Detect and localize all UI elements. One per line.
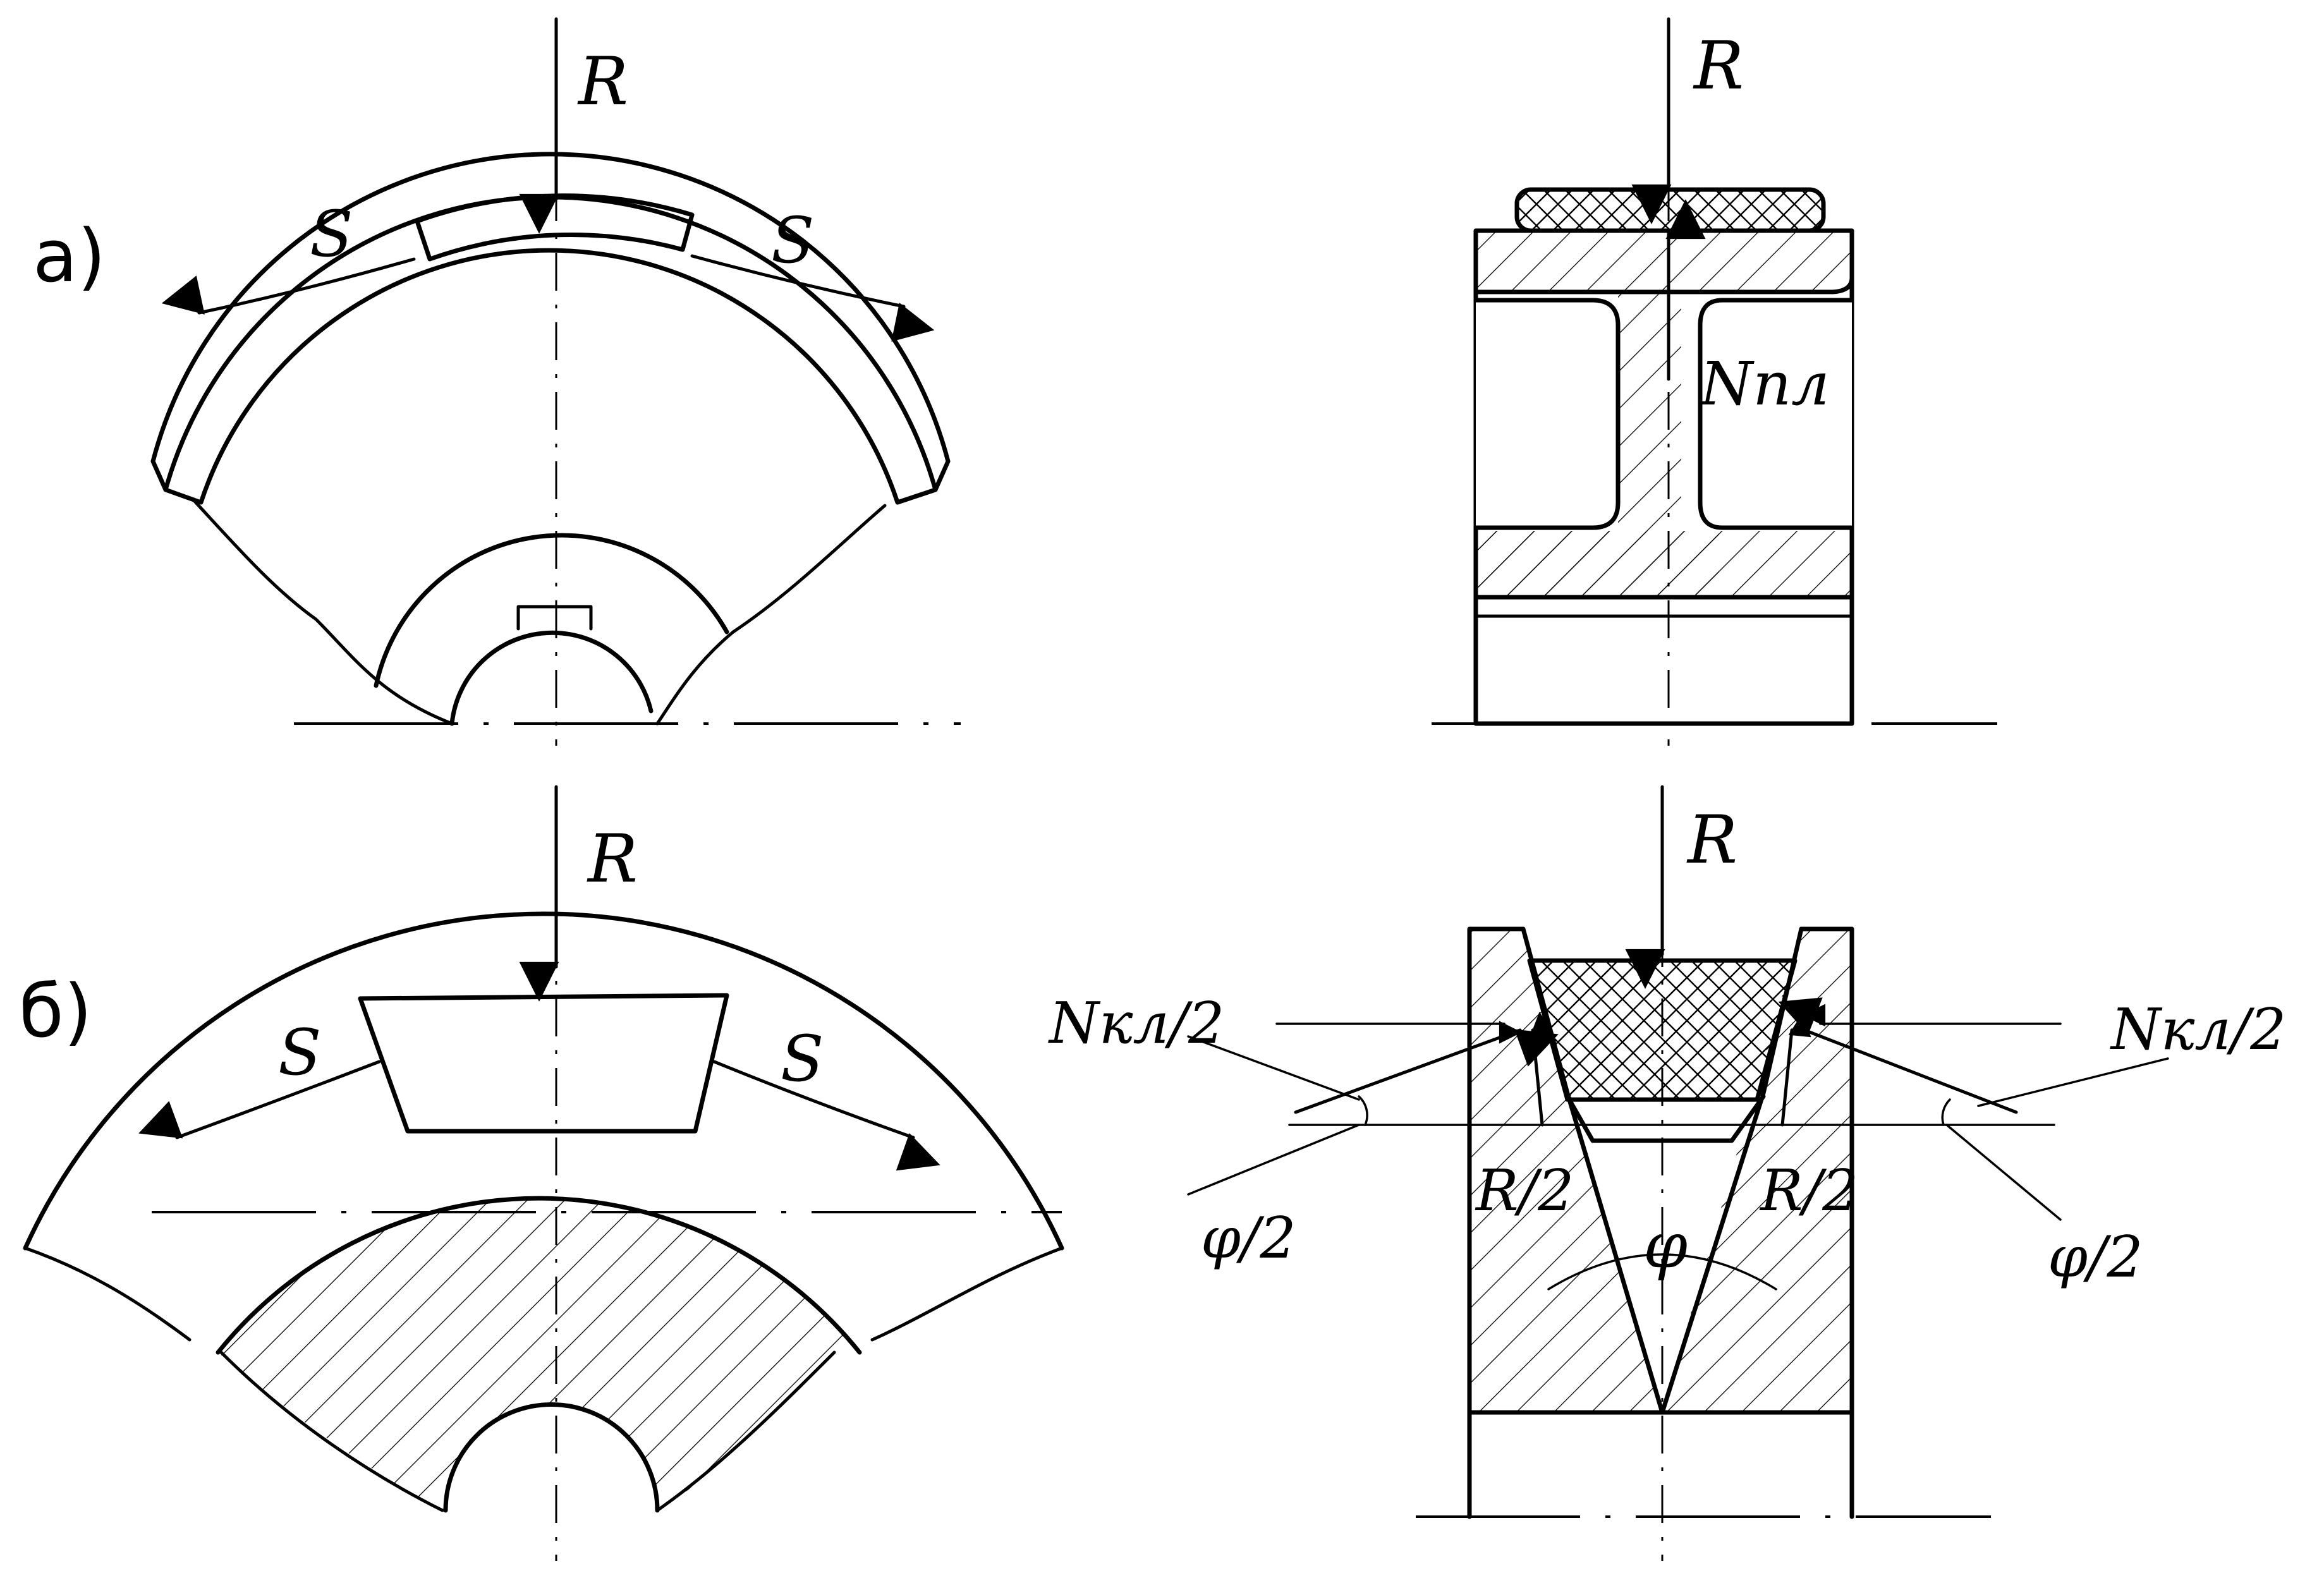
break-line-a-right bbox=[655, 504, 887, 725]
normal-force-arrow-left bbox=[1294, 1028, 1559, 1114]
cavity-left-a bbox=[1473, 298, 1621, 530]
wedge-angle-label: φ bbox=[1643, 1208, 1688, 1282]
half-angle-label-right: φ/2 bbox=[2048, 1224, 2143, 1290]
pulley-body-outline-b bbox=[1467, 926, 1854, 1519]
flat-belt-section-a bbox=[1517, 190, 1823, 231]
half-R-arrow-left bbox=[1530, 1011, 1554, 1127]
break-line-a bbox=[191, 497, 454, 725]
panel-b-side-view: б) R S S bbox=[19, 785, 1064, 1561]
rim-section-hatch-a bbox=[1476, 231, 1852, 292]
hub-a bbox=[374, 533, 729, 688]
pulley-rim-inner-a bbox=[163, 248, 938, 505]
cavity-right-a bbox=[1698, 298, 1854, 530]
v-belt-block-b bbox=[358, 993, 729, 1134]
tension-S-arrow-a-left bbox=[161, 257, 416, 315]
panel-a-section: R Nпл bbox=[1432, 17, 1997, 746]
half-R-arrow-right bbox=[1780, 1013, 1811, 1127]
break-line-b-left bbox=[23, 1246, 192, 1342]
tension-S-arrow-b-left bbox=[138, 1060, 381, 1139]
tension-S-arrow-a-right bbox=[690, 254, 935, 342]
panel-a-label: а) bbox=[33, 214, 106, 299]
tension-S-label-b-right: S bbox=[781, 1022, 824, 1096]
tension-S-label-a-right: S bbox=[771, 203, 815, 277]
groove-bottom-clear bbox=[1567, 1096, 1763, 1141]
flat-belt-a bbox=[415, 193, 695, 262]
force-R-label-a: R bbox=[577, 43, 628, 120]
shaft-bore-b bbox=[443, 1402, 660, 1513]
leader-phi-left bbox=[1187, 1124, 1360, 1196]
wedge-angle-arc bbox=[1547, 1253, 1777, 1290]
force-R-label-b-section: R bbox=[1686, 801, 1737, 878]
web-section-hatch-a bbox=[1476, 292, 1719, 597]
panel-b-section: R Nкл/2 Nкл/2 R/2 R/2 φ φ/2 φ/2 bbox=[1048, 785, 2286, 1561]
hub-hatch-b bbox=[218, 1198, 860, 1510]
tension-S-label-a-left: S bbox=[310, 197, 353, 271]
force-R-label-a-section: R bbox=[1693, 27, 1744, 104]
rim-inner-edge-a bbox=[1473, 276, 1854, 294]
leader-N-left bbox=[1187, 1035, 1360, 1101]
angle-arc-right bbox=[1941, 1098, 1951, 1126]
leader-phi-right bbox=[1945, 1124, 2062, 1221]
break-line-b-right bbox=[870, 1246, 1064, 1342]
panel-a-side-view: а) R S S bbox=[33, 17, 961, 746]
force-R-label-b: R bbox=[587, 820, 638, 897]
pulley-rim-b bbox=[23, 911, 1064, 1251]
half-R-label-right: R/2 bbox=[1759, 1158, 1858, 1224]
normal-force-label-right: Nкл/2 bbox=[2110, 997, 2286, 1063]
angle-arc-left bbox=[1358, 1095, 1368, 1126]
hub-section-hatch-a bbox=[1476, 531, 1852, 597]
tension-S-label-b-left: S bbox=[278, 1016, 322, 1089]
hub-outer-b bbox=[216, 1196, 862, 1355]
normal-force-arrow-right bbox=[1778, 997, 2018, 1114]
half-angle-label-left: φ/2 bbox=[1201, 1205, 1296, 1271]
pulley-body-hatch-b bbox=[1469, 929, 1852, 1412]
shaft-bore-a bbox=[449, 630, 654, 726]
tension-S-arrow-b-right bbox=[712, 1060, 940, 1171]
leader-N-right bbox=[1977, 1057, 2169, 1107]
reaction-N-pl-label: Nпл bbox=[1699, 349, 1830, 419]
keyway-a bbox=[516, 605, 593, 631]
panel-b-label: б) bbox=[19, 969, 92, 1054]
normal-force-label-left: Nкл/2 bbox=[1048, 990, 1224, 1057]
half-R-label-left: R/2 bbox=[1475, 1158, 1574, 1224]
pulley-rim-a bbox=[150, 152, 951, 492]
